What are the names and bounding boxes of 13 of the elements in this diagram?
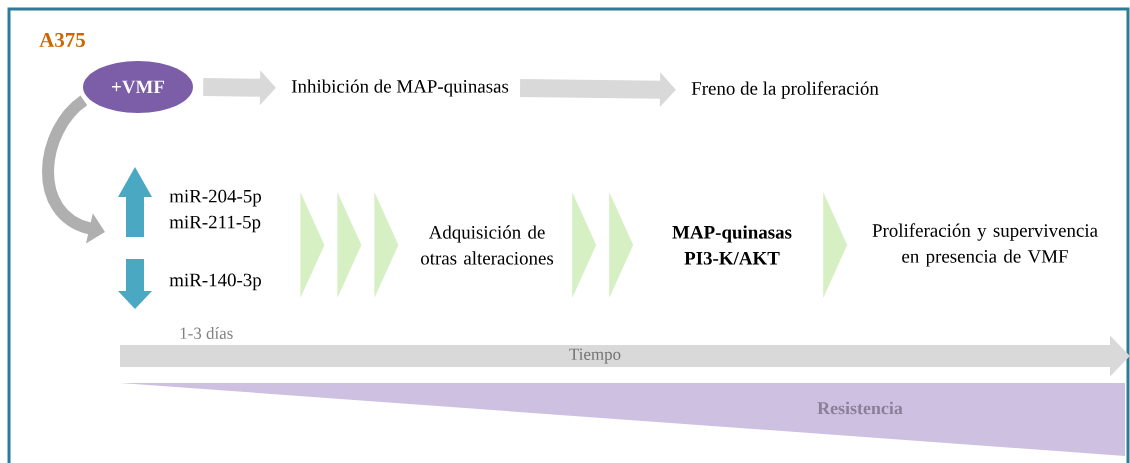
text-label: Adquisición de otras alteraciones [421, 225, 554, 265]
text-label: MAP-quinasas PI3-K/AKT [672, 225, 792, 265]
text-label: Inhibición de MAP-quinasas [291, 79, 509, 97]
text-label: miR-204-5p miR-211-5p miR-140-3p [169, 189, 261, 291]
axis-label: Resistencia [817, 401, 903, 415]
chevron-arrow [572, 192, 634, 298]
duration-label: 1-3 días [180, 327, 233, 339]
chevron-arrow [823, 192, 848, 298]
axis-label: Tiempo [569, 348, 621, 364]
text-label: Proliferación y supervivencia en presencia de VMF [872, 223, 1098, 267]
chevron-arrow [300, 192, 399, 298]
cell-line-label: A375 [39, 32, 85, 47]
text-label: Freno de la proliferación [691, 81, 879, 99]
